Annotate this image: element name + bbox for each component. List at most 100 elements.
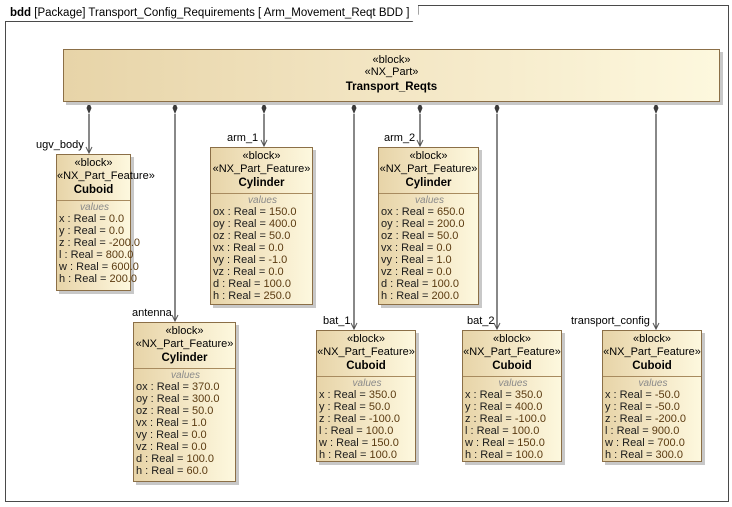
value-property-h[interactable]: h : Real = 250.0: [213, 290, 312, 302]
value-property-z[interactable]: z : Real = -200.0: [59, 237, 140, 249]
value-property-d[interactable]: d : Real = 100.0: [381, 278, 478, 290]
property-name: z: [465, 412, 471, 425]
value-property-vx[interactable]: vx : Real = 0.0: [381, 242, 478, 254]
value-property-w[interactable]: w : Real = 150.0: [319, 437, 415, 449]
property-default-value: 900.0: [651, 424, 680, 437]
property-type: : Real =: [611, 448, 656, 461]
value-property-y[interactable]: y : Real = -50.0: [605, 401, 701, 413]
value-property-vz[interactable]: vz : Real = 0.0: [136, 441, 235, 453]
property-type: : Real =: [392, 241, 437, 254]
value-property-vy[interactable]: vy : Real = -1.0: [213, 254, 312, 266]
property-name: oz: [136, 404, 148, 417]
value-property-vz[interactable]: vz : Real = 0.0: [213, 266, 312, 278]
value-property-y[interactable]: y : Real = 400.0: [465, 401, 561, 413]
value-property-vy[interactable]: vy : Real = 0.0: [136, 429, 235, 441]
property-type: : Real =: [387, 277, 432, 290]
property-default-value: 150.0: [517, 436, 545, 449]
value-property-y[interactable]: y : Real = 0.0: [59, 225, 130, 237]
block-name: Cuboid: [346, 360, 386, 372]
diagram-frame-title: bdd [Package] Transport_Config_Requireme…: [5, 5, 419, 22]
property-name: vy: [213, 253, 224, 266]
property-name: z: [605, 412, 611, 425]
property-type: : Real =: [61, 248, 106, 261]
part-role-label: bat_2: [467, 315, 495, 327]
stereotype-nx-part: «NX_Part»: [364, 66, 419, 78]
parent-block-transport-reqts[interactable]: «block» «NX_Part» Transport_Reqts: [63, 49, 720, 102]
value-property-l[interactable]: l : Real = 100.0: [465, 425, 561, 437]
value-property-w[interactable]: w : Real = 600.0: [59, 261, 139, 273]
value-property-oy[interactable]: oy : Real = 400.0: [213, 218, 312, 230]
property-name: w: [319, 436, 327, 449]
value-property-l[interactable]: l : Real = 800.0: [59, 248, 133, 261]
value-property-z[interactable]: z : Real = -100.0: [465, 413, 561, 425]
value-property-x[interactable]: x : Real = 350.0: [465, 389, 561, 401]
value-property-z[interactable]: z : Real = -100.0: [319, 413, 415, 425]
property-name: ox: [213, 205, 225, 218]
value-property-vy[interactable]: vy : Real = 1.0: [381, 254, 478, 266]
property-name: vx: [136, 416, 147, 429]
property-default-value: 100.0: [186, 452, 214, 465]
value-property-oz[interactable]: oz : Real = 50.0: [213, 230, 312, 242]
value-property-h[interactable]: h : Real = 200.0: [59, 273, 137, 285]
property-type: : Real =: [392, 229, 437, 242]
value-property-x[interactable]: x : Real = -50.0: [605, 389, 701, 401]
property-default-value: 0.0: [268, 265, 284, 278]
value-property-h[interactable]: h : Real = 60.0: [136, 465, 235, 477]
property-type: : Real =: [147, 392, 192, 405]
value-property-h[interactable]: h : Real = 200.0: [381, 290, 478, 302]
value-property-vz[interactable]: vz : Real = 0.0: [381, 266, 478, 278]
value-property-oy[interactable]: oy : Real = 200.0: [381, 218, 478, 230]
property-type: : Real =: [224, 265, 269, 278]
value-property-x[interactable]: x : Real = 0.0: [59, 213, 130, 225]
value-property-ox[interactable]: ox : Real = 650.0: [381, 206, 478, 218]
property-name: h: [465, 448, 472, 461]
value-property-h[interactable]: h : Real = 100.0: [465, 449, 561, 461]
value-property-oz[interactable]: oz : Real = 50.0: [136, 405, 235, 417]
value-property-oy[interactable]: oy : Real = 300.0: [136, 393, 235, 405]
stereotype-nx-part-feature: «NX_Part_Feature»: [379, 162, 478, 175]
value-property-vx[interactable]: vx : Real = 1.0: [136, 417, 235, 429]
value-property-z[interactable]: z : Real = -200.0: [605, 413, 701, 425]
compartment-title: values: [171, 369, 200, 381]
block-name: Cuboid: [492, 360, 532, 372]
property-type: : Real =: [607, 424, 652, 437]
property-type: : Real =: [142, 464, 187, 477]
property-name: oy: [381, 217, 393, 230]
value-property-h[interactable]: h : Real = 300.0: [605, 449, 701, 461]
value-property-ox[interactable]: ox : Real = 370.0: [136, 381, 235, 393]
property-type: : Real =: [612, 436, 658, 449]
property-name: h: [381, 289, 388, 302]
property-type: : Real =: [324, 388, 369, 401]
property-name: oy: [213, 217, 225, 230]
value-property-w[interactable]: w : Real = 150.0: [465, 437, 561, 449]
property-default-value: 800.0: [105, 248, 134, 261]
stereotype-nx-part-feature: «NX_Part_Feature»: [212, 162, 311, 175]
property-name: x: [319, 388, 325, 401]
compartment-divider: [57, 199, 130, 201]
value-property-y[interactable]: y : Real = 50.0: [319, 401, 415, 413]
value-property-x[interactable]: x : Real = 350.0: [319, 389, 415, 401]
value-property-d[interactable]: d : Real = 100.0: [213, 278, 312, 290]
property-default-value: 0.0: [108, 212, 125, 225]
value-property-vx[interactable]: vx : Real = 0.0: [213, 242, 312, 254]
property-name: ox: [381, 205, 393, 218]
value-property-oz[interactable]: oz : Real = 50.0: [381, 230, 478, 242]
value-property-l[interactable]: l : Real = 100.0: [319, 425, 415, 437]
value-property-d[interactable]: d : Real = 100.0: [136, 453, 235, 465]
value-property-l[interactable]: l : Real = 900.0: [605, 425, 701, 437]
property-default-value: 300.0: [191, 392, 220, 405]
value-property-h[interactable]: h : Real = 100.0: [319, 449, 415, 461]
stereotype-block: «block»: [633, 333, 671, 345]
value-property-w[interactable]: w : Real = 700.0: [605, 437, 701, 449]
compartment-title: values: [248, 194, 277, 206]
value-property-ox[interactable]: ox : Real = 150.0: [213, 206, 312, 218]
property-type: : Real =: [392, 265, 437, 278]
